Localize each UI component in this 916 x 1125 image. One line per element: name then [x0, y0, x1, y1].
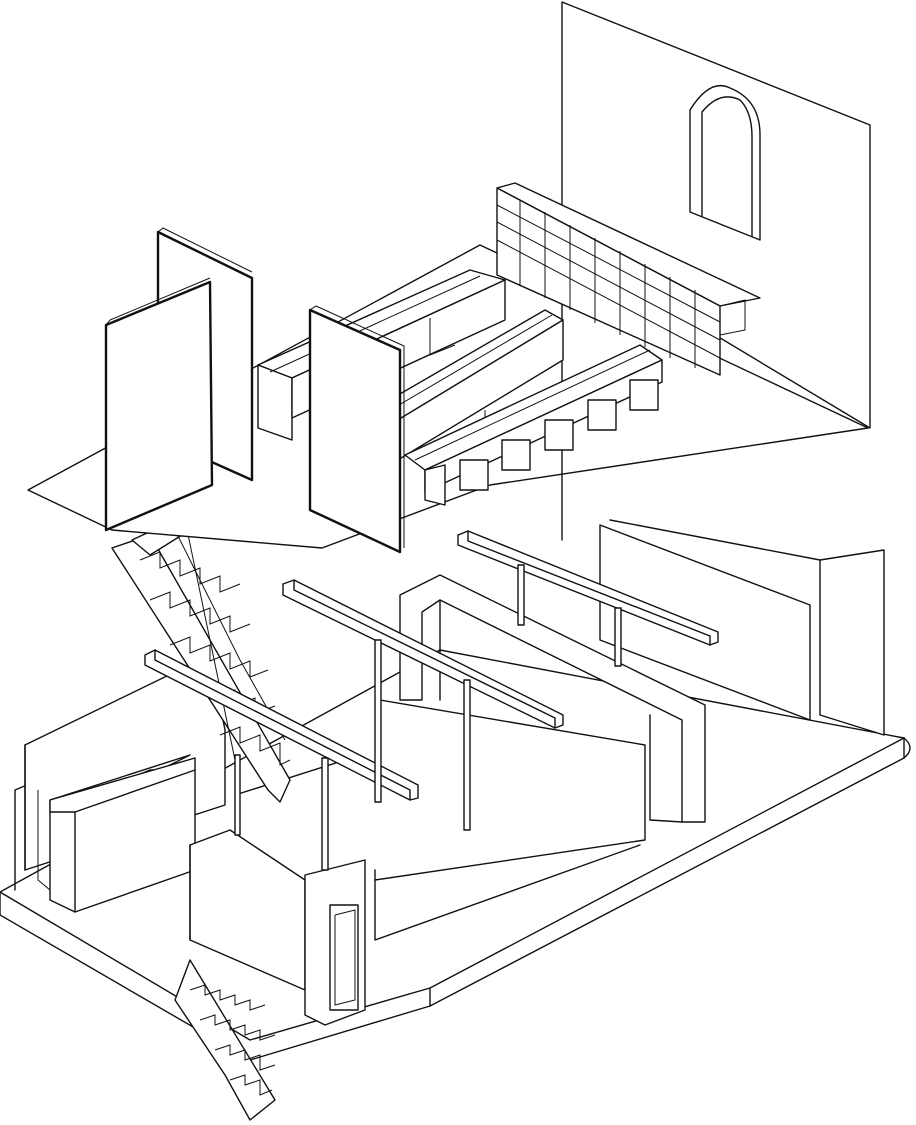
entrance-door: [305, 860, 365, 1025]
storage-cabinet: [38, 755, 195, 912]
lower-staircase: [175, 960, 275, 1120]
display-table-2: [355, 310, 563, 472]
partition-panel-2: [106, 278, 212, 530]
rear-panel: [600, 520, 884, 735]
wall-bookshelf: [497, 183, 760, 375]
support-column: [235, 565, 621, 870]
ceiling-beam-3: [458, 531, 718, 645]
arched-window: [690, 86, 760, 240]
ceiling-beam-2: [283, 580, 563, 728]
display-table-3: [405, 345, 662, 505]
ceiling-beam-1: [145, 650, 418, 800]
partition-panel-3: [310, 306, 404, 552]
